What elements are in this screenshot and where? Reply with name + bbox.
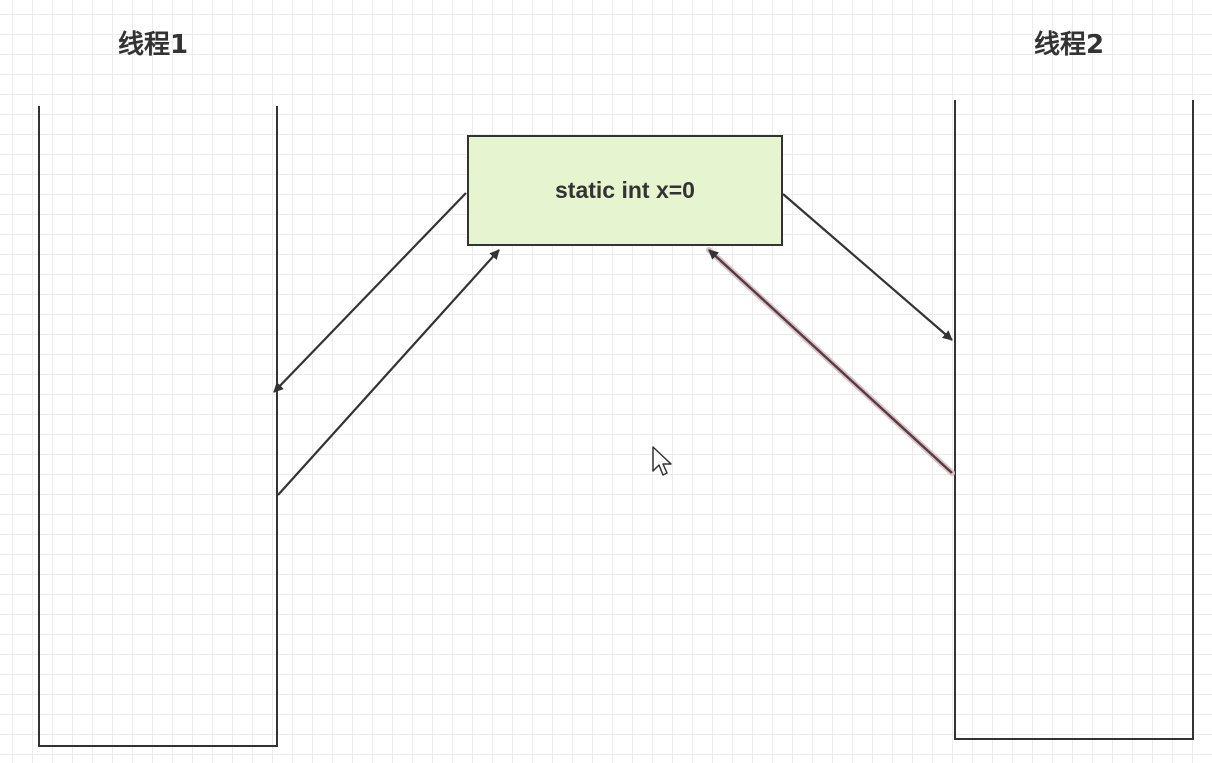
thread1-title: 线程1 bbox=[118, 30, 189, 60]
shared-variable-box[interactable]: static int x=0 bbox=[467, 135, 783, 246]
thread2-title: 线程2 bbox=[1034, 30, 1105, 60]
arrow-var-to-thread2 bbox=[782, 193, 953, 341]
shared-variable-label: static int x=0 bbox=[555, 177, 695, 203]
arrow-var-to-thread1 bbox=[273, 192, 467, 393]
thread1-container bbox=[38, 106, 278, 747]
arrow-thread2-to-var-highlight bbox=[706, 247, 955, 476]
mouse-pointer-icon bbox=[652, 446, 672, 476]
arrow-thread1-to-var bbox=[277, 249, 500, 496]
arrow-thread2-to-var[interactable] bbox=[708, 249, 953, 474]
thread2-container bbox=[954, 100, 1194, 740]
